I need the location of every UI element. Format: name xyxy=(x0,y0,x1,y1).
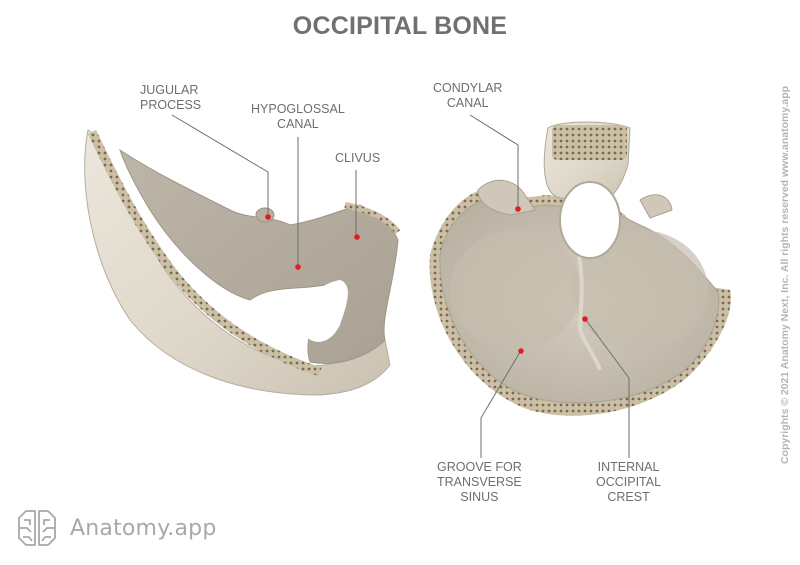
marker-clivus xyxy=(354,234,360,240)
brand-name: Anatomy.app xyxy=(70,515,217,541)
marker-internal-occipital-crest xyxy=(582,316,588,322)
markers xyxy=(265,206,588,354)
superior-view xyxy=(429,121,731,416)
marker-hypoglossal-canal xyxy=(295,264,301,270)
brain-icon xyxy=(18,510,56,546)
marker-groove-transverse-sinus xyxy=(518,348,524,354)
brand-logo[interactable]: Anatomy.app xyxy=(14,508,216,548)
marker-condylar-canal xyxy=(515,206,521,212)
leader-internal-occipital-crest xyxy=(585,319,630,458)
label-hypoglossal-canal: HYPOGLOSSAL CANAL xyxy=(251,102,345,131)
leader-jugular-process xyxy=(171,114,269,216)
label-condylar-canal: CONDYLAR CANAL xyxy=(433,81,503,110)
diagram-title: OCCIPITAL BONE xyxy=(292,12,508,40)
marker-jugular-process xyxy=(265,214,271,220)
lateral-view xyxy=(84,129,401,396)
label-clivus: CLIVUS xyxy=(335,151,381,165)
leader-lines xyxy=(171,114,630,458)
label-groove-transverse-sinus: GROOVE FOR TRANSVERSE SINUS xyxy=(437,460,522,504)
leader-condylar-canal xyxy=(469,114,519,208)
leader-groove-transverse-sinus xyxy=(480,351,521,458)
label-jugular-process: JUGULAR PROCESS xyxy=(140,83,202,112)
label-internal-occipital-crest: INTERNAL OCCIPITAL CREST xyxy=(596,460,662,504)
copyright-notice: Copyrights © 2021 Anatomy Next, Inc. All… xyxy=(779,85,791,465)
